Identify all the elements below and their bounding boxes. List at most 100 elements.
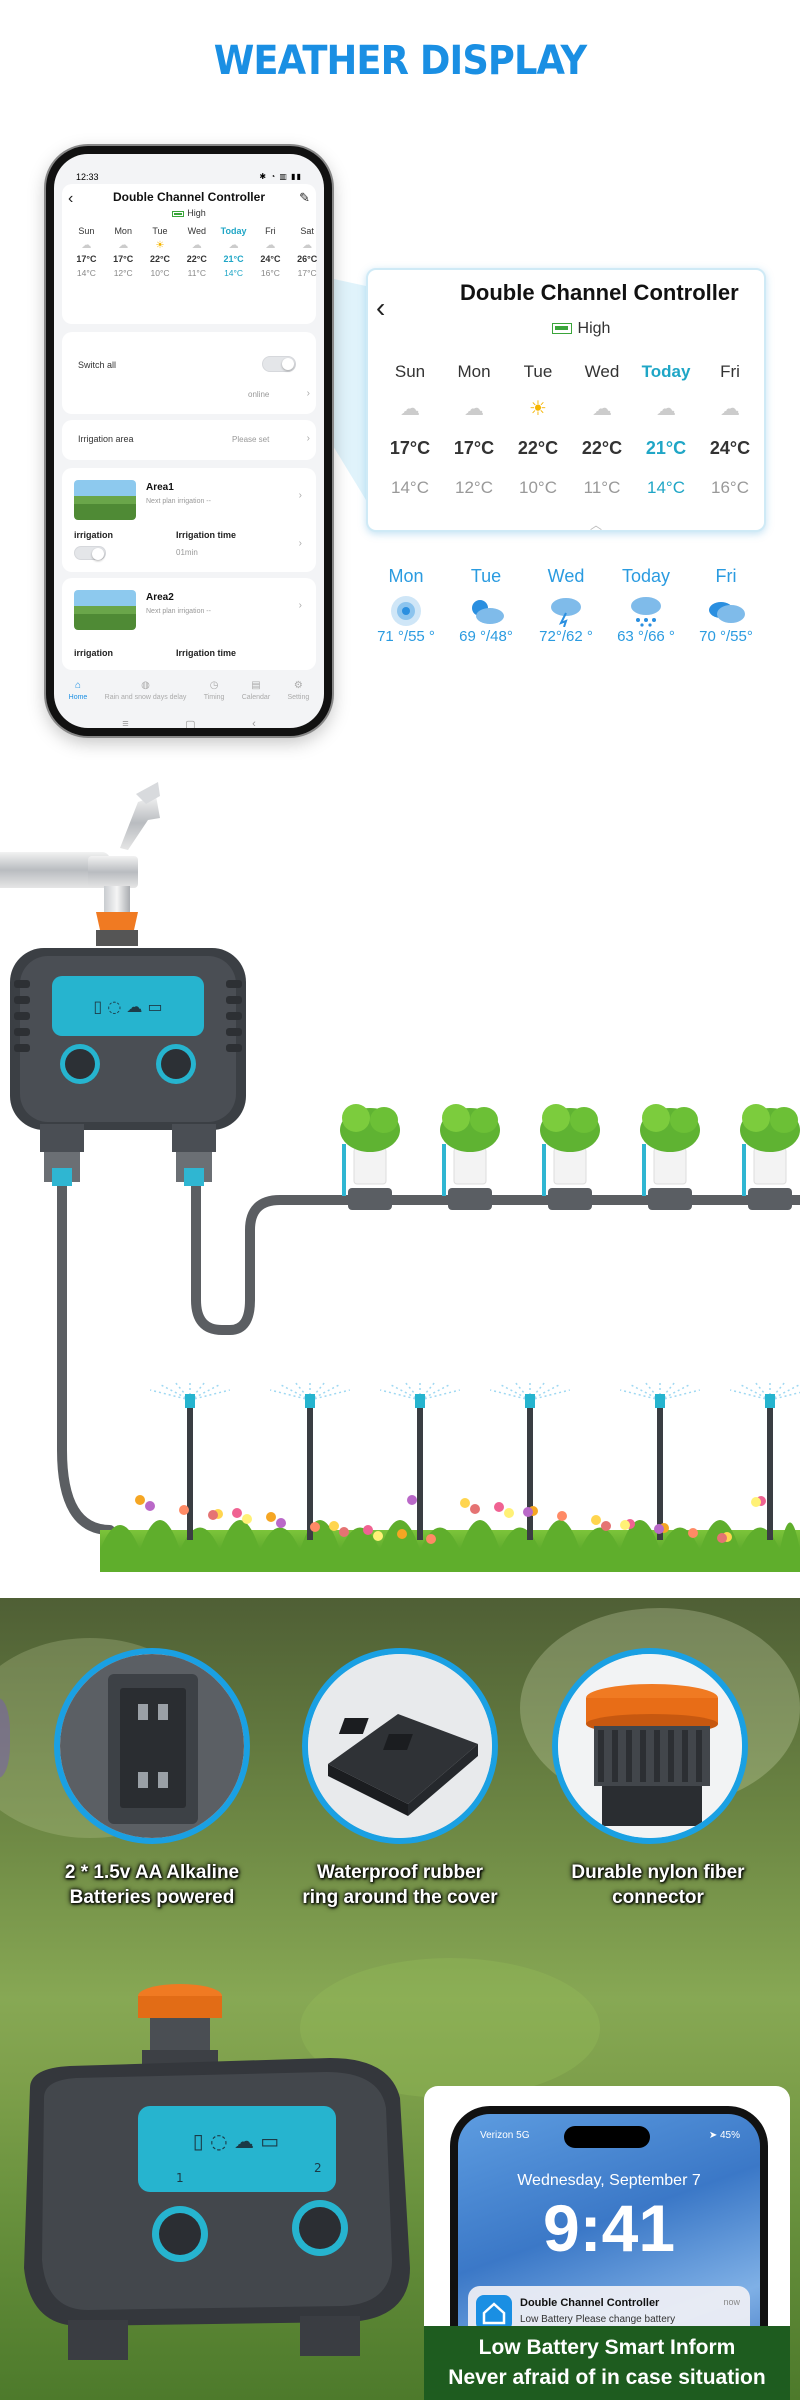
area-thumbnail	[74, 480, 136, 520]
tab-timing[interactable]: ◷Timing	[204, 680, 225, 710]
forecast-temp: 71 °/55 °	[377, 628, 435, 645]
gear-icon: ⚙	[293, 680, 303, 691]
day-name: Tue	[152, 226, 168, 236]
weather-card	[62, 184, 316, 324]
day-name: Today	[220, 226, 247, 236]
flower	[523, 1507, 533, 1517]
chevron-right-icon[interactable]: ›	[298, 538, 302, 549]
chevron-right-icon[interactable]: ›	[298, 600, 302, 611]
irrigation-time-value: 01min	[176, 548, 198, 557]
cloud-icon: ☁	[191, 240, 202, 251]
chevron-right-icon[interactable]: ›	[306, 388, 310, 399]
tab-setting[interactable]: ⚙Setting	[287, 680, 309, 710]
low-temp: 11°C	[187, 268, 206, 278]
bottom-tab-bar: ⌂ Home ◍Rain and snow days delay ◷Timing ▤Ca…	[54, 680, 324, 710]
cloud-icon: ☁	[400, 398, 420, 420]
flower	[504, 1508, 514, 1518]
area-card[interactable]: Area2 Next plan irrigation -- › irrigati…	[62, 578, 316, 670]
high-temp: 22°C	[581, 438, 623, 458]
next-plan-text: Next plan irrigation --	[146, 608, 211, 615]
rubber-ring-image	[302, 1648, 498, 1844]
cloud-icon: ☁	[118, 240, 129, 251]
high-temp: 21°C	[223, 254, 244, 264]
low-temp: 12°C	[455, 478, 493, 497]
notification-body: Low Battery Please change battery	[520, 2314, 676, 2325]
home-square-icon[interactable]: ▢	[185, 719, 196, 728]
app-home-icon	[476, 2295, 512, 2331]
potted-plant	[640, 1104, 700, 1210]
forecast-day-name: Tue	[470, 566, 502, 586]
tab-label: Timing	[203, 694, 225, 701]
cloud-icon: ☁	[720, 398, 740, 420]
irrigation-toggle[interactable]	[74, 546, 106, 560]
rain-icon	[606, 594, 686, 628]
battery-icon	[551, 323, 572, 335]
high-temp: 17°C	[453, 438, 495, 458]
dynamic-island	[564, 2126, 650, 2148]
day-name: Sun	[78, 226, 95, 236]
back-arrow-icon[interactable]: ‹	[376, 292, 386, 323]
edit-icon[interactable]: ✎	[299, 190, 310, 205]
chevron-right-icon[interactable]: ›	[298, 490, 302, 501]
low-temp: 14°C	[76, 268, 96, 278]
cloud-icon: ☁	[592, 398, 612, 420]
flower	[242, 1514, 252, 1524]
tab-home[interactable]: ⌂ Home	[69, 680, 88, 710]
app-title: Double Channel Controller	[112, 190, 265, 204]
lock-time: 9:41	[542, 2191, 676, 2265]
flower	[601, 1521, 611, 1531]
switch-all-toggle[interactable]	[262, 356, 296, 372]
home-icon: ⌂	[74, 680, 82, 691]
battery-status: High	[54, 208, 324, 218]
feature-caption-line: Waterproof rubber	[316, 1862, 484, 1883]
feature-caption-line: connector	[612, 1887, 704, 1908]
back-arrow-icon[interactable]: ‹	[68, 190, 74, 207]
lock-screen: Verizon 5G ➤ 45% Wednesday, September 7 …	[458, 2114, 760, 2400]
chevron-up-icon[interactable]: ︿	[590, 518, 603, 532]
day-name: Wed	[187, 226, 206, 236]
wind-icon	[366, 594, 446, 628]
area-card[interactable]: Area1 Next plan irrigation -- › irrigati…	[62, 468, 316, 572]
banner-line-2: Never afraid of in case situation	[448, 2366, 766, 2389]
flower	[591, 1515, 601, 1525]
high-temp: 24°C	[260, 254, 281, 264]
sprinkler	[729, 1380, 800, 1540]
sun-icon: ☀	[155, 240, 165, 251]
forecast-day-name: Fri	[715, 566, 737, 586]
tab-label: Home	[68, 694, 88, 701]
cloud-icon: ☁	[228, 240, 239, 251]
faucet-illustration	[0, 782, 160, 946]
irrigation-area-card[interactable]	[62, 420, 316, 460]
low-temp: 11°C	[583, 478, 621, 497]
high-temp: 21°C	[645, 438, 687, 458]
back-nav-icon[interactable]: ‹	[252, 718, 256, 728]
flower	[751, 1497, 761, 1507]
cloudy-icon	[686, 594, 766, 628]
channel-label-2: 2	[314, 2161, 322, 2175]
feature-caption-line: Durable nylon fiber	[571, 1862, 745, 1883]
flower	[620, 1520, 630, 1530]
low-temp: 17°C	[297, 268, 317, 278]
flower	[373, 1531, 383, 1541]
potted-plant	[740, 1104, 800, 1210]
headline: WEATHER DISPLAY	[213, 38, 587, 84]
channel-label-1: 1	[176, 2171, 184, 2185]
day-name: Sun	[394, 362, 426, 381]
water-timer-device: ▯ ◌ ☁ ▭	[10, 948, 246, 1186]
low-temp: 14°C	[224, 268, 244, 278]
feature-caption-line: ring around the cover	[302, 1887, 498, 1908]
tab-calendar[interactable]: ▤Calendar	[242, 680, 270, 710]
low-temp: 10°C	[519, 478, 557, 497]
tab-rain[interactable]: ◍Rain and snow days delay	[105, 680, 187, 710]
chevron-right-icon[interactable]: ›	[306, 433, 310, 444]
menu-icon[interactable]: ≡	[122, 718, 129, 728]
weather-display-section: WEATHER DISPLAY 12:33 ✱ ◔ ▥ ▮▮ ‹ Double …	[0, 0, 800, 760]
day-name: Wed	[584, 362, 620, 381]
battery-status: High	[368, 320, 764, 338]
flower	[329, 1521, 339, 1531]
